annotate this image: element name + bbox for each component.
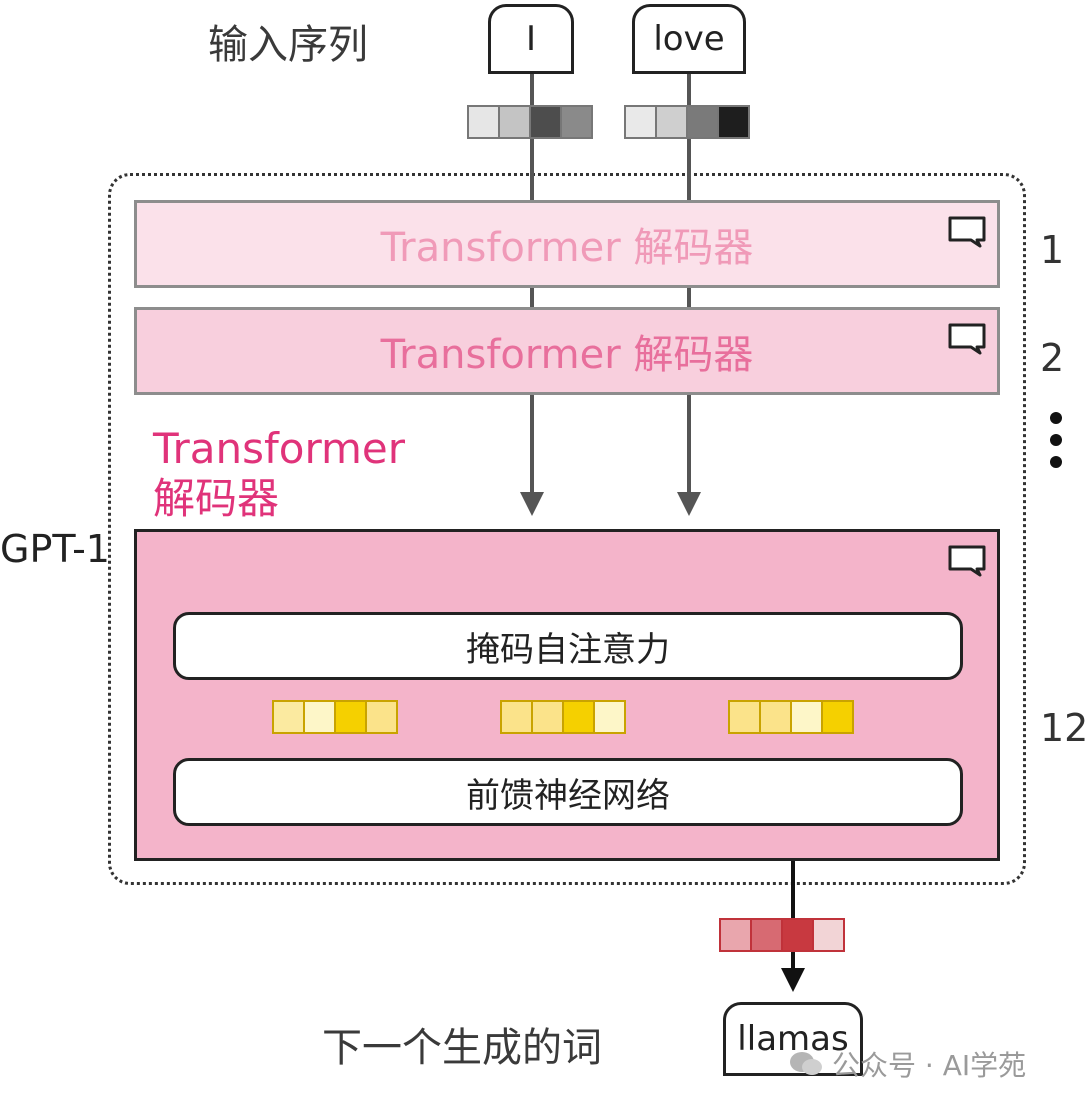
output-cell [781, 918, 814, 952]
input-embedding-love [624, 105, 750, 139]
layer-number-12: 12 [1040, 706, 1088, 750]
next-word-label: 下一个生成的词 [322, 1025, 602, 1071]
embedding-cell [529, 105, 562, 139]
decoder-layer-2-label: Transformer 解码器 [380, 332, 754, 378]
attention-cell [790, 700, 823, 734]
feed-forward-network-block: 前馈神经网络 [173, 758, 963, 826]
embedding-cell [655, 105, 688, 139]
attention-cell [593, 700, 626, 734]
decoder-layer-12: 掩码自注意力 前馈神经网络 [134, 529, 1000, 861]
output-cell [812, 918, 845, 952]
arrowhead-love [677, 492, 701, 516]
output-arrowhead [781, 968, 805, 992]
attention-cell [303, 700, 336, 734]
decoder-title-line-1: Transformer [153, 424, 406, 473]
attention-vector-1 [272, 700, 398, 734]
layer-number-2: 2 [1040, 336, 1065, 380]
attention-vector-2 [500, 700, 626, 734]
embedding-cell [498, 105, 531, 139]
attention-cell [759, 700, 792, 734]
attention-cell [728, 700, 761, 734]
flow-line-i-overlay [530, 288, 534, 307]
embedding-cell [717, 105, 750, 139]
output-line [791, 861, 795, 971]
comment-icon [948, 323, 986, 355]
input-sequence-label: 输入序列 [208, 22, 368, 68]
decoder-layer-1: Transformer 解码器 [134, 200, 1000, 288]
attention-cell [821, 700, 854, 734]
attention-cell [562, 700, 595, 734]
attention-cell [365, 700, 398, 734]
masked-self-attention-block: 掩码自注意力 [173, 612, 963, 680]
embedding-cell [686, 105, 719, 139]
watermark: 公众号 · AI学苑 [788, 1044, 1026, 1084]
embedding-cell [467, 105, 500, 139]
input-token-i: I [488, 4, 574, 74]
comment-icon [948, 545, 986, 577]
arrowhead-i [520, 492, 544, 516]
decoder-layer-2: Transformer 解码器 [134, 307, 1000, 395]
input-embedding-i [467, 105, 593, 139]
attention-vector-3 [728, 700, 854, 734]
model-label: GPT-1 [0, 527, 110, 571]
ellipsis-dots [1050, 412, 1062, 468]
connector-line-love [687, 74, 691, 105]
decoder-title: Transformer 解码器 [153, 424, 405, 524]
flow-line-love-overlay [687, 288, 691, 307]
attention-cell [272, 700, 305, 734]
input-token-love: love [632, 4, 746, 74]
embedding-cell [624, 105, 657, 139]
gpt1-frame [108, 173, 1026, 885]
output-cell [750, 918, 783, 952]
wechat-icon [790, 1052, 822, 1075]
comment-icon [948, 216, 986, 248]
decoder-title-line-2: 解码器 [153, 474, 280, 523]
decoder-layer-1-label: Transformer 解码器 [380, 225, 754, 271]
layer-number-1: 1 [1040, 228, 1065, 272]
attention-cell [531, 700, 564, 734]
attention-cell [334, 700, 367, 734]
attention-cell [500, 700, 533, 734]
output-cell [719, 918, 752, 952]
embedding-cell [560, 105, 593, 139]
connector-line-i [530, 74, 534, 105]
output-vector [719, 918, 845, 952]
watermark-text: 公众号 · AI学苑 [832, 1049, 1027, 1082]
